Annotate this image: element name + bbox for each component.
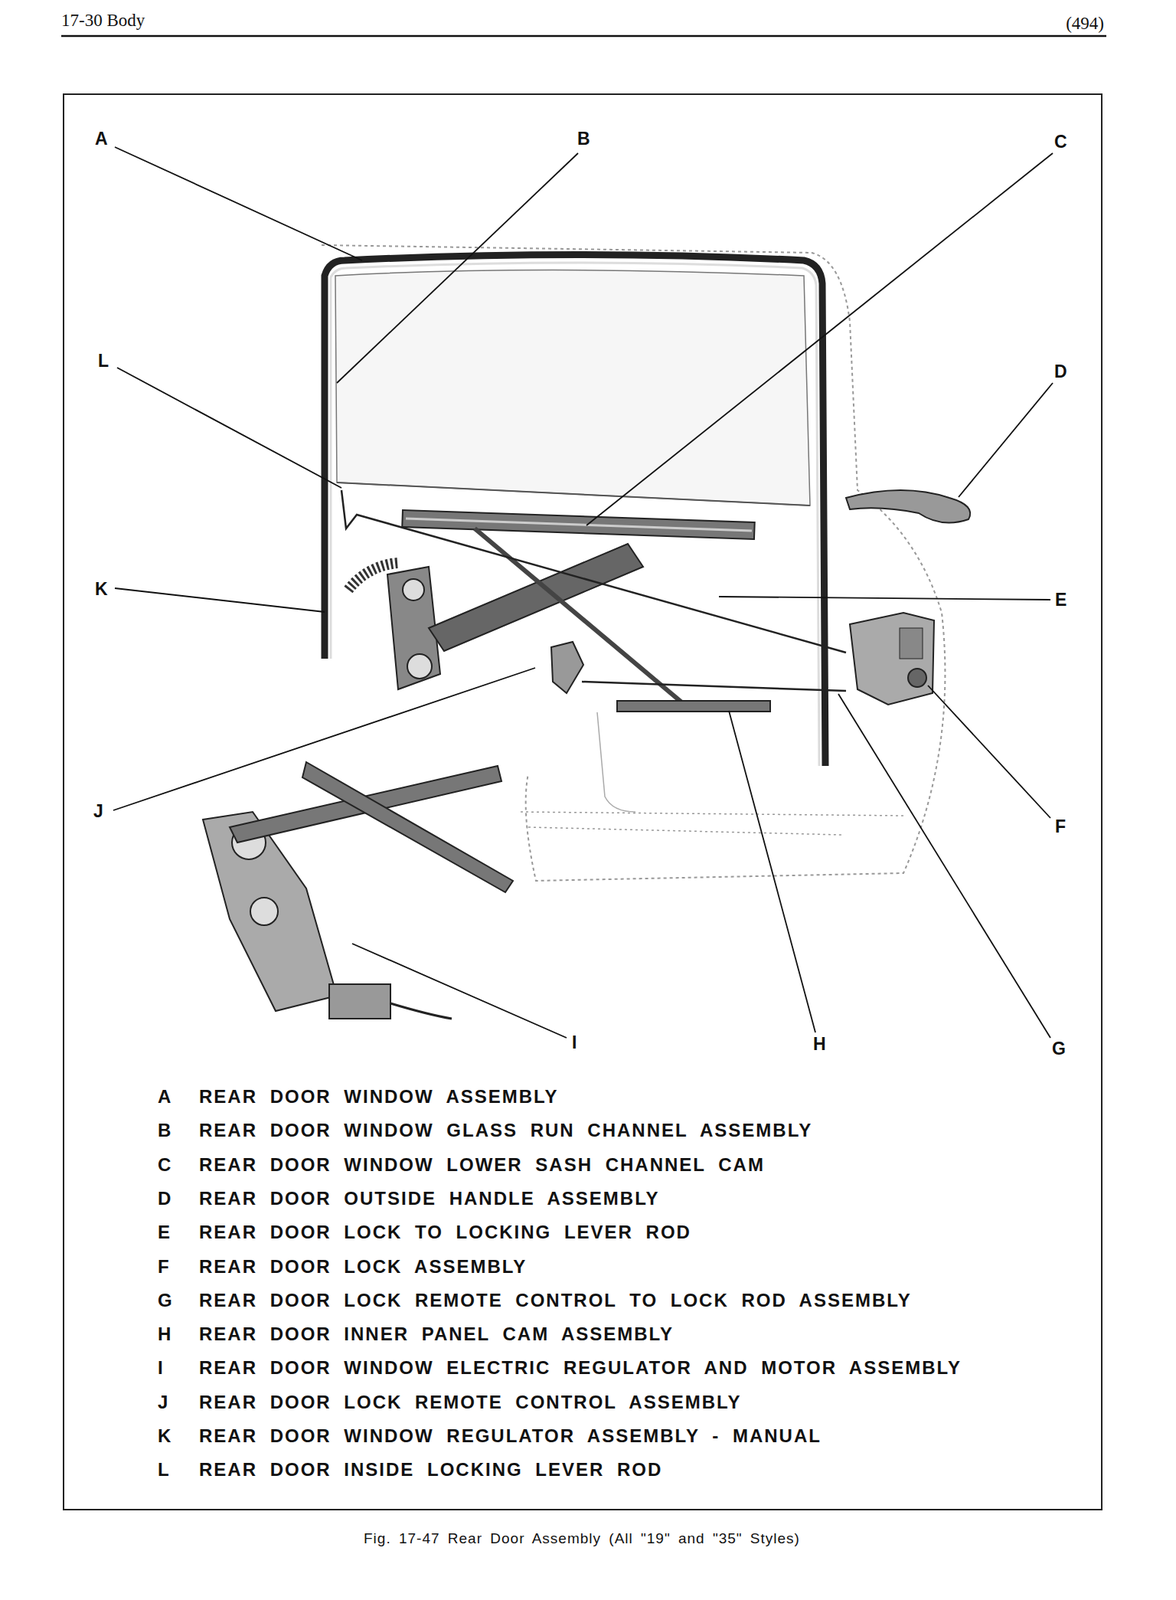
legend-text: REAR DOOR WINDOW LOWER SASH CHANNEL CAM — [199, 1153, 765, 1176]
legend-letter: I — [157, 1356, 165, 1379]
legend-text: REAR DOOR LOCK TO LOCKING LEVER ROD — [199, 1221, 692, 1243]
callout-letter: E — [1053, 589, 1069, 611]
legend-text: REAR DOOR WINDOW ELECTRIC REGULATOR AND … — [199, 1356, 962, 1379]
callout-letter: D — [1052, 361, 1069, 383]
legend-text: REAR DOOR OUTSIDE HANDLE ASSEMBLY — [199, 1187, 660, 1209]
legend-letter: K — [157, 1424, 173, 1447]
callout-letter: C — [1052, 131, 1069, 153]
legend-text: REAR DOOR LOCK REMOTE CONTROL ASSEMBLY — [199, 1391, 742, 1413]
legend-letter: H — [157, 1323, 173, 1345]
figure-caption: Fig. 17-47 Rear Door Assembly (All "19" … — [363, 1529, 801, 1547]
legend-text: REAR DOOR INSIDE LOCKING LEVER ROD — [199, 1458, 663, 1480]
page-number: (494) — [1065, 13, 1105, 34]
callout-letter: H — [811, 1033, 828, 1055]
callout-letter: J — [91, 800, 105, 822]
legend-text: REAR DOOR WINDOW REGULATOR ASSEMBLY - MA… — [199, 1424, 822, 1447]
legend-letter: C — [157, 1153, 173, 1176]
page-header: 17-30 Body — [61, 10, 145, 31]
callout-letter: G — [1050, 1038, 1068, 1059]
legend-letter: L — [157, 1458, 171, 1480]
legend-text: REAR DOOR LOCK REMOTE CONTROL TO LOCK RO… — [199, 1289, 912, 1311]
legend-text: REAR DOOR WINDOW ASSEMBLY — [199, 1085, 559, 1108]
callout-letter: I — [570, 1032, 579, 1053]
legend-letter: F — [157, 1255, 171, 1278]
callout-letter: K — [93, 578, 110, 600]
legend-text: REAR DOOR LOCK ASSEMBLY — [199, 1255, 527, 1278]
callout-letter: B — [575, 128, 592, 150]
legend-text: REAR DOOR WINDOW GLASS RUN CHANNEL ASSEM… — [199, 1119, 813, 1141]
legend-letter: A — [157, 1085, 173, 1108]
legend-letter: E — [157, 1221, 172, 1243]
legend-letter: G — [157, 1289, 174, 1311]
legend-letter: J — [157, 1391, 170, 1413]
callout-letter: A — [93, 128, 110, 150]
legend-text: REAR DOOR INNER PANEL CAM ASSEMBLY — [199, 1323, 674, 1345]
legend-letter: D — [157, 1187, 173, 1209]
callout-letter: F — [1053, 816, 1068, 837]
callout-letter: L — [96, 350, 111, 372]
legend-letter: B — [157, 1119, 173, 1141]
